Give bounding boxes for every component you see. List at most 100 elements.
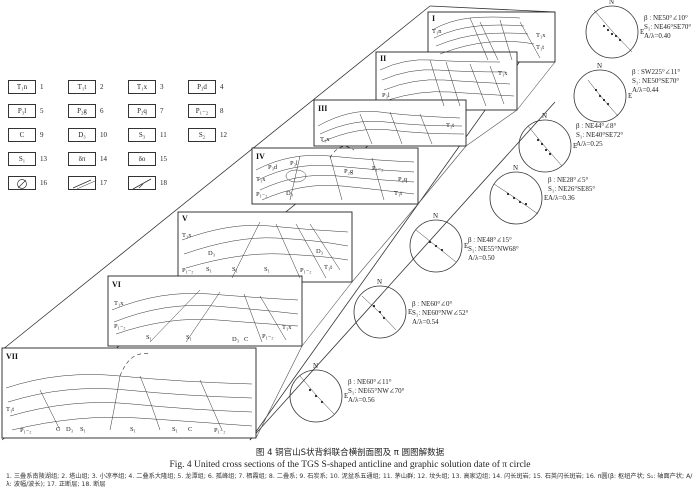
stereonet-data-7: β ː NE60°∠11° S₁ː NE65°NW∠70° A/λ=0.56	[348, 378, 405, 405]
unit-label: S₁	[146, 334, 152, 341]
axial-plane-orientation: S₁ː NE55°NW68°	[468, 245, 519, 253]
hinge-orientation: β ː NE28°∠5°	[548, 176, 589, 184]
unit-label: T₁x	[182, 232, 192, 239]
crenulation-cleavage-icon	[68, 176, 96, 190]
unit-label: T₁n	[432, 28, 442, 35]
amplitude-ratio: A/λ=0.25	[576, 140, 603, 148]
legend-num-7: 7	[160, 107, 164, 115]
amplitude-ratio: A/λ=0.40	[644, 32, 671, 40]
section-label-7: VII	[6, 352, 19, 361]
unit-label: C	[244, 336, 249, 343]
legend-code-10: D₃	[68, 128, 96, 142]
amplitude-ratio: A/λ=0.50	[468, 254, 495, 262]
axial-plane-orientation: S₁ː NE26°SE85°	[548, 185, 596, 193]
unit-label: T₁t	[324, 264, 333, 271]
legend-code-7: P₂q	[128, 104, 156, 118]
stereonet-data-1: β ː NE50°∠10° S₁ː NE46°SE70° A/λ=0.40	[644, 14, 691, 41]
stereonet-data-5: β ː NE48°∠15° S₁ː NE55°NW68° A/λ=0.50	[468, 236, 519, 263]
unit-label: P₃l	[290, 160, 298, 167]
legend-num-14: 14	[100, 155, 107, 163]
unit-label: D₃	[208, 250, 215, 257]
legend-code-5: P₃l	[8, 104, 36, 118]
unit-label: T₁x	[536, 32, 546, 39]
north-mark: N	[513, 164, 519, 172]
legend-num-5: 5	[40, 107, 44, 115]
unit-label: T₁x	[320, 136, 330, 143]
axial-plane-orientation: S₁ː NE46°SE70°	[644, 23, 692, 31]
north-mark: N	[313, 362, 319, 370]
unit-label: S₁	[186, 334, 192, 341]
legend-num-12: 12	[220, 131, 227, 139]
amplitude-ratio: A/λ=0.54	[412, 318, 439, 326]
unit-label: T₁t	[6, 406, 15, 413]
unit-label: D₃	[66, 426, 73, 433]
legend-code-15: δο	[128, 152, 156, 166]
unit-label: S₁	[264, 266, 270, 273]
fault-icon	[128, 176, 156, 190]
east-mark: E	[344, 392, 349, 400]
hinge-orientation: β ː NE48°∠15°	[468, 236, 512, 244]
hinge-orientation: β ː SW225°∠11°	[632, 68, 681, 76]
axial-plane-orientation: S₁ː NE60°NW∠52°	[412, 309, 469, 317]
legend-code-3: T₁x	[128, 80, 156, 94]
unit-label: P₁₋₂	[214, 427, 226, 434]
hinge-orientation: β ː NE50°∠10°	[644, 14, 688, 22]
hinge-orientation: β ː NE60°∠11°	[348, 378, 392, 386]
stereonet-data-4: β ː NE28°∠5° S₁ː NE26°SE85° A/λ=0.36	[548, 176, 595, 203]
caption-legend-text: 1. 三叠系南陵湖组; 2. 塔山组; 3. 小凉亭组; 4. 二叠系大隆组; …	[6, 473, 693, 488]
pi-circle-icon	[8, 176, 36, 190]
section-label-1: I	[432, 14, 436, 23]
unit-label: T₁t	[536, 44, 545, 51]
unit-label: P₁₋₂	[256, 191, 268, 198]
legend-num-11: 11	[160, 131, 167, 139]
unit-label: T₁t	[446, 122, 455, 129]
unit-label: S₁	[172, 426, 178, 433]
east-mark: E	[628, 92, 633, 100]
east-mark: E	[408, 308, 413, 316]
section-label-4: IV	[256, 152, 265, 161]
amplitude-ratio: A/λ=0.36	[548, 194, 575, 202]
unit-label: P₁₋₂	[20, 427, 32, 434]
unit-label: S₁	[130, 426, 136, 433]
legend-code-14: δπ	[68, 152, 96, 166]
legend-num-16: 16	[40, 179, 47, 187]
unit-label: P₁₋₂	[262, 333, 274, 340]
legend-code-2: T₁t	[68, 80, 96, 94]
legend-num-3: 3	[160, 83, 164, 91]
unit-label: T₁x	[256, 176, 266, 183]
unit-label: T₁t	[394, 190, 403, 197]
caption-chinese: 图 4 铜官山S状背斜联合横剖面图及 π 圆图解数据	[255, 448, 445, 458]
north-mark: N	[597, 62, 603, 70]
east-mark: E	[544, 194, 549, 202]
legend-num-9: 9	[40, 131, 44, 139]
unit-label: S₁	[232, 266, 238, 273]
amplitude-ratio: A/λ=0.44	[632, 86, 659, 94]
caption-english: Fig. 4 United cross sections of the TGS …	[169, 460, 531, 470]
legend-num-8: 8	[220, 107, 224, 115]
unit-label: T₁x	[282, 324, 292, 331]
legend-code-11: S₃	[128, 128, 156, 142]
unit-label: P₁₋₂	[300, 267, 312, 274]
unit-label: P₂q	[398, 176, 408, 183]
section-label-6: VI	[112, 280, 121, 289]
stereonet-data-2: β ː SW225°∠11° S₁ː NE50°SE70° A/λ=0.44	[632, 68, 680, 95]
section-label-2: II	[380, 54, 387, 63]
legend-code-8: P₁₋₂	[188, 104, 216, 118]
hinge-orientation: β ː NE44°∠8°	[576, 122, 617, 130]
legend-code-1: T₁n	[8, 80, 36, 94]
east-mark: E	[640, 28, 645, 36]
unit-label: D₃	[232, 336, 239, 343]
legend-num-17: 17	[100, 179, 107, 187]
legend-code-4: P₃d	[188, 80, 216, 94]
legend-code-6: P₂g	[68, 104, 96, 118]
axial-plane-orientation: S₁ː NE40°SE72°	[576, 131, 624, 139]
unit-label: C	[188, 426, 193, 433]
north-mark: N	[377, 278, 383, 286]
section-label-5: V	[182, 214, 188, 223]
north-mark: N	[542, 112, 548, 120]
amplitude-ratio: A/λ=0.56	[348, 396, 375, 404]
legend-num-2: 2	[100, 83, 104, 91]
unit-label: D₃	[316, 248, 323, 255]
